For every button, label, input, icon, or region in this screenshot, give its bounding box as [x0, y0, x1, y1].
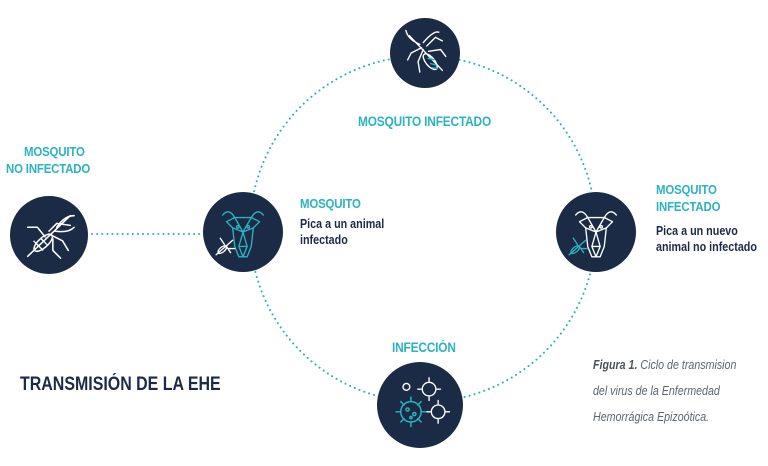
label-infected-mosquito-top: MOSQUITO INFECTADO — [358, 114, 492, 129]
mosquito-icon — [26, 214, 75, 259]
caption-figure-label: Figura 1. — [593, 357, 638, 372]
diagram-title: TRANSMISIÓN DE LA EHE — [20, 374, 221, 395]
node-uninfected-mosquito — [10, 196, 88, 274]
caption-line3: Hemorrágica Epizoótica. — [593, 409, 710, 424]
node-infected-mosquito-right — [556, 192, 636, 272]
label-uninfected-mosquito-line1: MOSQUITO — [24, 144, 85, 159]
desc-infected-mosquito-right-line1: Pica a un nuevo — [656, 224, 738, 238]
mosquito-icon — [405, 29, 447, 73]
virus-icon — [395, 377, 451, 428]
label-infection: INFECCIÓN — [392, 340, 456, 355]
label-uninfected-mosquito-line2: NO INFECTADO — [6, 161, 91, 176]
node-infected-mosquito-top — [390, 18, 460, 88]
node-infection — [377, 362, 463, 448]
desc-biting-mosquito-line1: Pica a un animal — [300, 217, 385, 231]
caption-line2: del virus de la Enfermedad — [593, 383, 720, 398]
cow-with-mosquito-icon — [568, 211, 618, 258]
label-infected-mosquito-right-line2: INFECTADO — [656, 199, 721, 214]
caption-line1: Ciclo de transmision — [640, 357, 737, 372]
label-biting-mosquito: MOSQUITO — [300, 196, 361, 211]
desc-biting-mosquito-line2: infectado — [300, 233, 348, 247]
cow-with-mosquito-icon — [215, 211, 265, 258]
label-infected-mosquito-right-line1: MOSQUITO — [656, 182, 717, 197]
desc-infected-mosquito-right-line2: animal no infectado — [656, 240, 757, 254]
figure-caption: Figura 1. Ciclo de transmision del virus… — [593, 352, 736, 430]
node-biting-mosquito — [203, 192, 283, 272]
